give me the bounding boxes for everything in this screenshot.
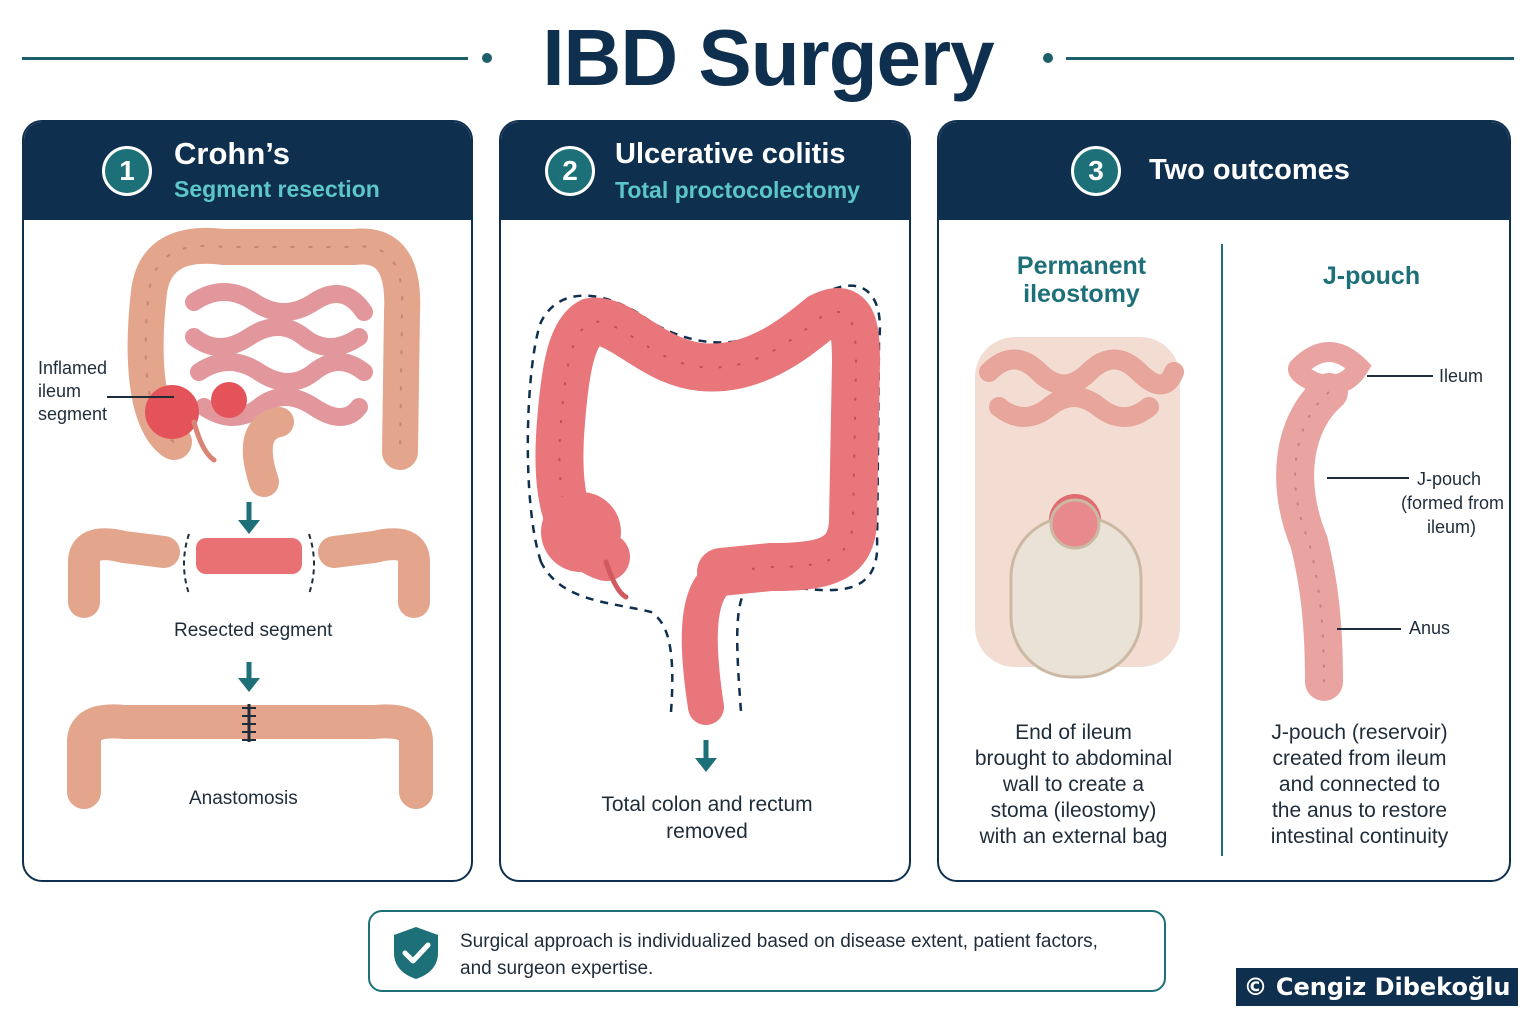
title-bar: IBD Surgery — [0, 0, 1536, 110]
panel-uc-header: 2 Ulcerative colitis Total proctocolecto… — [501, 122, 909, 220]
j-pouch-desc-3: and connected to — [1278, 773, 1441, 796]
arrow-down-icon-3 — [695, 758, 717, 772]
j-pouch-desc-5: intestinal continuity — [1270, 825, 1449, 848]
label-j-pouch-2: (formed from — [1401, 493, 1505, 513]
rectum — [681, 559, 739, 725]
j-pouch-heading: J-pouch — [1322, 262, 1421, 290]
small-intestine — [185, 283, 373, 426]
ileostomy-desc-3: wall to create a — [1002, 773, 1145, 796]
j-pouch-desc-2: created from ileum — [1272, 747, 1447, 770]
j-pouch-desc-4: the anus to restore — [1271, 799, 1448, 822]
resected-segment — [196, 538, 302, 574]
title-rule-left — [22, 57, 468, 60]
crohns-illustration — [67, 227, 433, 809]
title-dot-right — [1043, 53, 1053, 63]
title-rule-right — [1066, 57, 1514, 60]
panel-crohns: 1 Crohn’s Segment resection Inflame — [22, 120, 473, 882]
shield-check-icon — [394, 927, 438, 979]
uc-caption-2: removed — [666, 820, 748, 843]
panel-outcomes-title: Two outcomes — [1149, 154, 1350, 186]
arrow-down-icon-2 — [238, 678, 260, 692]
note-line-2: and surgeon expertise. — [460, 958, 654, 979]
panel-crohns-subtitle: Segment resection — [174, 176, 380, 202]
label-ileum: Ileum — [1439, 366, 1484, 386]
ileostomy-desc-5: with an external bag — [979, 825, 1168, 848]
note-text: Surgical approach is individualized base… — [460, 928, 1160, 982]
step-badge-1: 1 — [102, 146, 152, 196]
j-pouch — [1276, 373, 1348, 701]
panel-crohns-header: 1 Crohn’s Segment resection — [24, 122, 471, 220]
ileostomy-heading-2: ileostomy — [1023, 280, 1140, 308]
panel-crohns-title: Crohn’s — [174, 136, 290, 171]
ileostomy-desc-4: stoma (ileostomy) — [990, 799, 1157, 822]
label-inflamed-2: ileum — [38, 381, 82, 401]
label-resected-segment: Resected segment — [174, 620, 333, 641]
page-title: IBD Surgery — [542, 13, 994, 102]
j-pouch-desc-1: J-pouch (reservoir) — [1271, 721, 1448, 744]
panel-two-outcomes: 3 Two outcomes Permanent ileostomy J-pou… — [937, 120, 1511, 882]
label-j-pouch-3: ileum) — [1427, 517, 1477, 537]
label-inflamed-1: Inflamed — [38, 358, 108, 378]
label-inflamed-3: segment — [38, 404, 108, 424]
note-box: Surgical approach is individualized base… — [368, 910, 1166, 992]
ileostomy-intestine — [979, 349, 1184, 427]
ileostomy-desc-2: brought to abdominal — [974, 747, 1173, 770]
panel-outcomes-header: 3 Two outcomes — [939, 122, 1509, 220]
ileostomy-heading-1: Permanent — [1016, 252, 1147, 280]
cecum — [541, 492, 621, 572]
copyright-badge: © Cengiz Dibekoğlu — [1236, 968, 1518, 1006]
uc-illustration — [526, 284, 882, 772]
panel-ulcerative-colitis: 2 Ulcerative colitis Total proctocolecto… — [499, 120, 911, 882]
panel-uc-subtitle: Total proctocolectomy — [615, 177, 860, 203]
note-line-1: Surgical approach is individualized base… — [460, 931, 1098, 952]
label-anastomosis: Anastomosis — [189, 788, 298, 809]
arrow-down-icon — [238, 520, 260, 534]
step-badge-3: 3 — [1071, 146, 1121, 196]
step-badge-2: 2 — [545, 146, 595, 196]
outcomes-divider — [1221, 244, 1223, 856]
inflamed-segment — [145, 385, 199, 439]
label-anus: Anus — [1409, 618, 1451, 638]
ileostomy-desc-1: End of ileum — [1015, 721, 1132, 744]
title-dot-left — [482, 53, 492, 63]
panel-uc-title: Ulcerative colitis — [615, 138, 846, 170]
uc-caption-1: Total colon and rectum — [601, 793, 813, 816]
outcomes-illustration — [975, 337, 1433, 701]
label-j-pouch-1: J-pouch — [1417, 469, 1482, 489]
